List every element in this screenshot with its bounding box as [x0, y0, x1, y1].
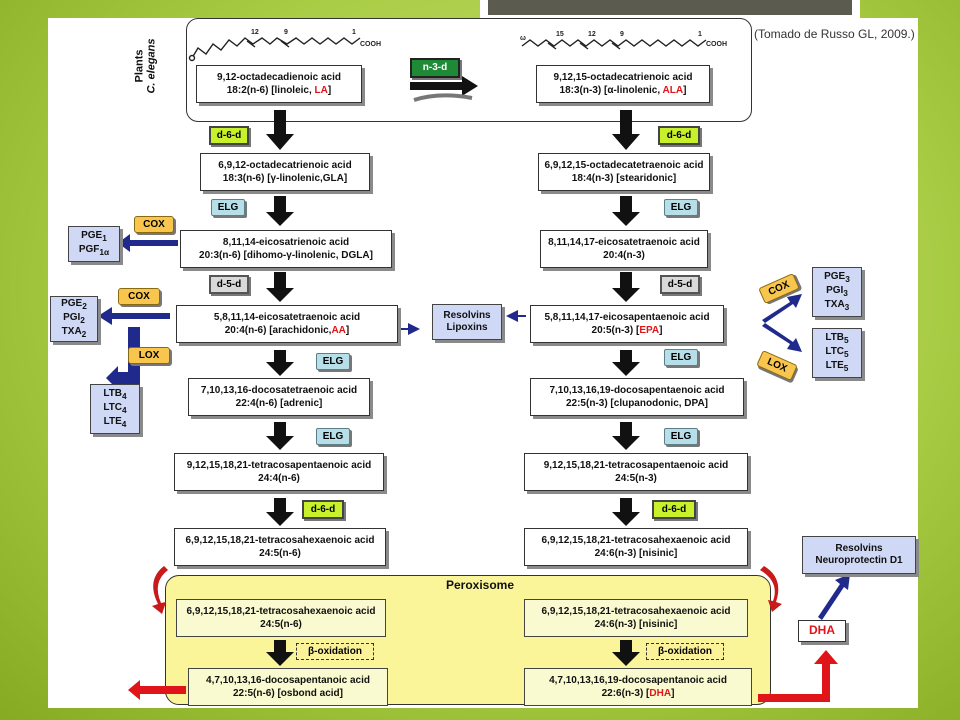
left-elg-3: ELG: [316, 428, 350, 445]
right-box-ala-abbrev: ALA: [662, 85, 684, 96]
left-chain-label-1: 1: [352, 29, 356, 36]
left-lox: LOX: [128, 347, 170, 364]
right-box-ala-formula: 18:3(n-3) [α-linolenic,: [559, 85, 663, 96]
peroxisome-label: Peroxisome: [445, 578, 515, 592]
left-d6d-enzyme-2: d-6-d: [302, 500, 344, 519]
series2-prostanoids: PGE2 PGI2 TXA2: [50, 296, 98, 342]
right-d6d-enzyme: d-6-d: [658, 126, 700, 145]
right-box-dha: 4,7,10,13,16,19-docosapentanoic acid 22:…: [524, 668, 752, 706]
right-box-ala: 9,12,15-octadecatrienoic acid 18:3(n-3) …: [536, 65, 710, 103]
right-d6d-enzyme-2: d-6-d: [652, 500, 696, 519]
n3d-conversion-arrow: [410, 76, 478, 102]
right-d5d-enzyme: d-5-d: [660, 275, 700, 294]
resolvins-neuroprotectin: Resolvins Neuroprotectin D1: [802, 536, 916, 574]
left-elg-1: ELG: [211, 199, 245, 216]
right-chain-label-15: 15: [556, 31, 564, 38]
left-box-la: 9,12-octadecadienoic acid 18:2(n-6) [lin…: [196, 65, 362, 103]
resolvins-lipoxins: Resolvins Lipoxins: [432, 304, 502, 340]
left-d6d-enzyme: d-6-d: [209, 126, 249, 145]
resolvin-arrows: [400, 310, 526, 335]
side-arrows-left: [98, 234, 178, 390]
left-chain-cooh: COOH: [360, 41, 381, 48]
left-chain-label-12: 12: [251, 29, 259, 36]
right-chain-omega: ω: [520, 35, 526, 42]
right-beta-oxidation: β-oxidation: [646, 643, 724, 660]
right-box-epa: 5,8,11,14,17-eicosapentaenoic acid 20:5(…: [530, 305, 724, 343]
slide-top-stripe: [480, 0, 860, 18]
left-chain-label-9: 9: [284, 29, 288, 36]
left-box-la-name: 9,12-octadecadienoic acid: [217, 72, 341, 83]
side-arrows-right: [762, 294, 802, 352]
right-chain-cooh: COOH: [706, 41, 727, 48]
right-molecule: [521, 39, 707, 50]
right-chain-label-1: 1: [698, 31, 702, 38]
left-box-la-formula: 18:2(n-6) [linoleic,: [226, 85, 315, 96]
red-flow-arrows: [128, 650, 838, 702]
left-beta-oxidation: β-oxidation: [296, 643, 374, 660]
peroxisome-entry-arrows: [152, 566, 782, 614]
series3-prostanoids: PGE3 PGI3 TXA3: [812, 267, 862, 317]
pge1-products: PGE1 PGF1α: [68, 226, 120, 262]
left-d5d-enzyme: d-5-d: [209, 275, 249, 294]
left-molecule: [188, 37, 361, 62]
series5-leukotrienes: LTB5 LTC5 LTE5: [812, 328, 862, 378]
right-elg-1: ELG: [664, 199, 698, 216]
right-box-dha-abbrev: DHA: [649, 688, 672, 699]
left-cox-2: COX: [118, 288, 160, 305]
right-chain-label-9: 9: [620, 31, 624, 38]
series4-leukotrienes: LTB4 LTC4 LTE4: [90, 384, 140, 434]
dha-to-resolvins-arrow: [818, 574, 850, 620]
right-elg-2: ELG: [664, 349, 698, 366]
right-box-epa-abbrev: EPA: [639, 325, 660, 336]
right-chain-label-12: 12: [588, 31, 596, 38]
left-cox-1: COX: [134, 216, 174, 233]
dha-output-box: DHA: [798, 620, 846, 642]
left-box-la-abbrev: LA: [314, 85, 328, 96]
left-box-aa: 5,8,11,14-eicosatetraenoic acid 20:4(n-6…: [176, 305, 398, 343]
left-elg-2: ELG: [316, 353, 350, 370]
right-elg-3: ELG: [664, 428, 698, 445]
right-box-ala-name: 9,12,15-octadecatrienoic acid: [553, 72, 693, 83]
citation: (Tomado de Russo GL, 2009.): [754, 27, 915, 41]
left-box-aa-abbrev: AA: [331, 325, 346, 336]
n3d-enzyme: n-3-d: [410, 58, 460, 78]
